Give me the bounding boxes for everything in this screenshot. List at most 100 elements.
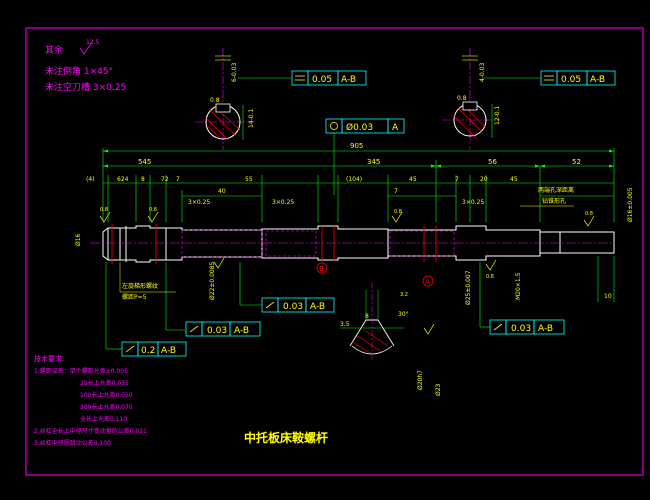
svg-text:0.8: 0.8	[585, 211, 593, 217]
tol-lower-left-value: 0.03	[207, 326, 227, 336]
dim-72: 72	[161, 176, 169, 183]
dim-55: 55	[245, 176, 253, 183]
dim-45b: 45	[510, 176, 518, 183]
right-end-dim	[597, 256, 615, 302]
dim-45a: 45	[409, 176, 417, 183]
svg-text:0.8: 0.8	[210, 97, 220, 104]
dim-345: 345	[367, 158, 380, 166]
thread-detail: 30° 3.5 8	[340, 282, 435, 360]
section-view-left: 6-0.03 14-0.1 0.8	[195, 48, 255, 150]
tech-line-3: 100长上允差0.050	[80, 391, 133, 399]
svg-text:0.8: 0.8	[100, 207, 108, 213]
tol-lower-right-datum: A-B	[538, 324, 553, 334]
tol-lower-left-datum: A-B	[234, 326, 249, 336]
svg-text:3×0.25: 3×0.25	[188, 199, 210, 206]
tol-bottom-left-datum: A-B	[161, 346, 176, 356]
tol-mid-value: 0.03	[283, 302, 303, 312]
dim-7c: 7	[394, 188, 398, 195]
roughness-marks	[99, 211, 595, 271]
dim-10: 10	[604, 293, 612, 300]
svg-text:左旋梯形螺纹: 左旋梯形螺纹	[122, 282, 158, 290]
detail-angle: 30°	[398, 311, 409, 318]
svg-text:0.8: 0.8	[457, 95, 467, 102]
tolerance-frame-center: Ø0.03 A	[325, 118, 405, 195]
tech-line-6: 2.丝杠全长上中径尺寸变动量的公差0.021	[34, 427, 147, 435]
tech-line-1: 1.螺距误差：单个螺距允差±0.005	[34, 367, 128, 375]
dimension-lines	[102, 148, 615, 222]
section-marker-a: A	[422, 275, 434, 287]
dim-7a: 7	[455, 176, 459, 183]
corner-note-prefix: 其余	[45, 44, 63, 56]
svg-text:Ø23: Ø23	[435, 383, 442, 396]
svg-text:螺距P=5: 螺距P=5	[122, 293, 147, 301]
svg-text:3×0.25: 3×0.25	[462, 199, 484, 206]
tolerance-frame-lower-left: 0.03 A-B	[165, 262, 261, 337]
svg-text:Ø25±0.007: Ø25±0.007	[465, 270, 472, 305]
thread-region	[90, 229, 614, 258]
tol-center-datum: A	[392, 123, 399, 133]
svg-text:6-0.03: 6-0.03	[231, 62, 238, 82]
svg-text:12-0.1: 12-0.1	[494, 105, 501, 125]
tol-center-value: Ø0.03	[346, 122, 373, 133]
dimension-texts: 905 545 345 56 52 (4) 624 8 72 55 (104) …	[86, 142, 612, 300]
section-label-a: A	[425, 278, 430, 286]
dim-624: 624	[117, 176, 129, 183]
section-label-b: B	[319, 265, 324, 273]
detail-val: 3.5	[340, 321, 350, 328]
dim-56: 56	[488, 158, 497, 166]
dim-545: 545	[138, 158, 151, 166]
corner-note: 其余 12.5 未注倒角 1×45° 未注空刀槽 3×0.25	[45, 39, 126, 93]
svg-text:0.8: 0.8	[486, 274, 494, 280]
tech-line-7: 3.丝杠中径圆跳动公差0.100	[34, 439, 111, 447]
svg-text:M20×1.5: M20×1.5	[515, 272, 522, 300]
tol-bottom-left-value: 0.2	[141, 346, 155, 356]
drawing-frame	[25, 27, 644, 476]
groove-notes: 3×0.25 3×0.25 3×0.25	[188, 199, 484, 206]
section-marks	[111, 224, 437, 264]
section-marker-b: B	[316, 262, 328, 274]
svg-text:14-0.1: 14-0.1	[248, 108, 255, 128]
svg-text:Ø22±0.0085: Ø22±0.0085	[209, 261, 216, 300]
tech-line-4: 300长上允差0.070	[80, 403, 133, 411]
corner-note-line1: 未注倒角 1×45°	[45, 65, 113, 77]
tol-top-left-value: 0.05	[312, 75, 332, 85]
svg-text:4-0.03: 4-0.03	[479, 62, 486, 82]
tech-title: 技术要求:	[34, 354, 64, 363]
tol-top-right-value: 0.05	[561, 75, 581, 85]
dim-8: 8	[141, 176, 145, 183]
dim-overall: 905	[350, 142, 363, 150]
dim-40: 40	[218, 188, 226, 195]
tol-top-left-datum: A-B	[341, 75, 356, 85]
dim-104: (104)	[346, 176, 362, 183]
tolerance-frame-lower-right: 0.03 A-B	[479, 262, 565, 335]
tech-line-5: 全长上允差0.110	[80, 415, 127, 423]
svg-text:3×0.25: 3×0.25	[272, 199, 294, 206]
svg-text:3.2: 3.2	[400, 292, 408, 298]
svg-text:两端孔深距离: 两端孔深距离	[538, 186, 574, 194]
tech-requirements: 技术要求: 1.螺距误差：单个螺距允差±0.005 25长上允差0.035 10…	[34, 354, 147, 447]
tol-mid-datum: A-B	[310, 302, 325, 312]
tolerance-frame-mid: 0.03 A-B	[239, 262, 335, 313]
svg-text:Ø16: Ø16	[75, 233, 82, 246]
svg-text:0.8: 0.8	[149, 207, 157, 213]
shaft-outline	[102, 225, 615, 263]
tech-line-2: 25长上允差0.035	[80, 379, 129, 387]
svg-text:钻锥形孔: 钻锥形孔	[542, 197, 566, 205]
roughness-symbol-icon	[79, 41, 93, 55]
left-thread-callout: 左旋梯形螺纹 螺距P=5	[119, 262, 176, 301]
dim-20: 20	[480, 176, 488, 183]
svg-text:0.8: 0.8	[394, 209, 402, 215]
tol-lower-right-value: 0.03	[511, 324, 531, 334]
dim-52: 52	[572, 158, 581, 166]
roughness-values: 0.8 0.8 0.8 0.8 0.8 3.2	[100, 207, 593, 298]
detail-val2: 8	[365, 313, 369, 320]
section-view-right: 4-0.03 12-0.1 0.8	[442, 48, 501, 150]
tolerance-frame-top-right: 0.05 A-B	[484, 70, 616, 86]
dimension-arrows	[103, 149, 614, 168]
corner-roughness: 12.5	[86, 39, 100, 46]
svg-text:Ø16±0.005: Ø16±0.005	[627, 187, 634, 222]
drawing-title: 中托板床鞍螺杆	[244, 430, 328, 445]
svg-text:Ø20h7: Ø20h7	[417, 370, 424, 390]
dim-4: (4)	[86, 176, 95, 183]
corner-note-line2: 未注空刀槽 3×0.25	[45, 81, 126, 93]
